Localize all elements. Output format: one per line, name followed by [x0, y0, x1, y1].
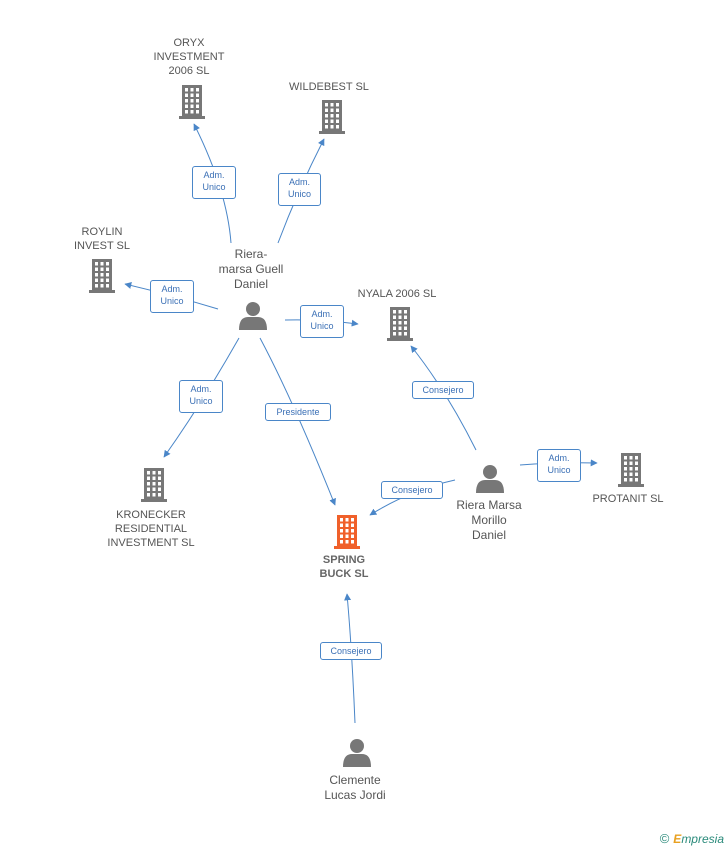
building-icon-oryx[interactable] — [179, 85, 205, 119]
edge-label-e6: Presidente — [265, 403, 331, 421]
brand-logo: ©Empresia — [659, 831, 724, 846]
person-icon-clemente[interactable] — [343, 739, 371, 767]
edge-label-e4: Adm. Unico — [300, 305, 344, 338]
node-label-roylin[interactable]: ROYLIN INVEST SL — [73, 226, 131, 252]
node-label-spring[interactable]: SPRING BUCK SL — [319, 554, 369, 580]
building-icon-wildebest[interactable] — [319, 100, 345, 134]
edge-riera_guell-to-spring — [259, 337, 336, 506]
building-icon-nyala[interactable] — [387, 307, 413, 341]
node-label-nyala[interactable]: NYALA 2006 SL — [357, 288, 437, 300]
node-label-oryx[interactable]: ORYX INVESTMENT 2006 SL — [153, 37, 225, 77]
edge-label-e2: Adm. Unico — [278, 173, 321, 206]
building-icon-kronecker[interactable] — [141, 468, 167, 502]
node-label-riera_guell[interactable]: Riera- marsa Guell Daniel — [218, 247, 284, 291]
building-icon-protanit[interactable] — [618, 453, 644, 487]
edge-label-e1: Adm. Unico — [192, 166, 236, 199]
node-label-protanit[interactable]: PROTANIT SL — [592, 493, 664, 505]
node-label-kronecker[interactable]: KRONECKER RESIDENTIAL INVESTMENT SL — [107, 509, 195, 549]
edge-label-e7: Consejero — [412, 381, 474, 399]
node-label-clemente[interactable]: Clemente Lucas Jordi — [324, 773, 386, 802]
copyright-icon: © — [659, 831, 670, 846]
person-icon-riera_morillo[interactable] — [476, 465, 504, 493]
edge-label-e5: Adm. Unico — [179, 380, 223, 413]
edge-label-e9: Consejero — [381, 481, 443, 499]
edge-label-e3: Adm. Unico — [150, 280, 194, 313]
edge-label-e10: Consejero — [320, 642, 382, 660]
person-icon-riera_guell[interactable] — [239, 302, 267, 330]
building-icon-roylin[interactable] — [89, 259, 115, 293]
node-label-wildebest[interactable]: WILDEBEST SL — [289, 81, 369, 93]
node-label-riera_morillo[interactable]: Riera Marsa Morillo Daniel — [456, 498, 522, 542]
edge-label-e8: Adm. Unico — [537, 449, 581, 482]
building-icon-spring[interactable] — [334, 515, 360, 549]
